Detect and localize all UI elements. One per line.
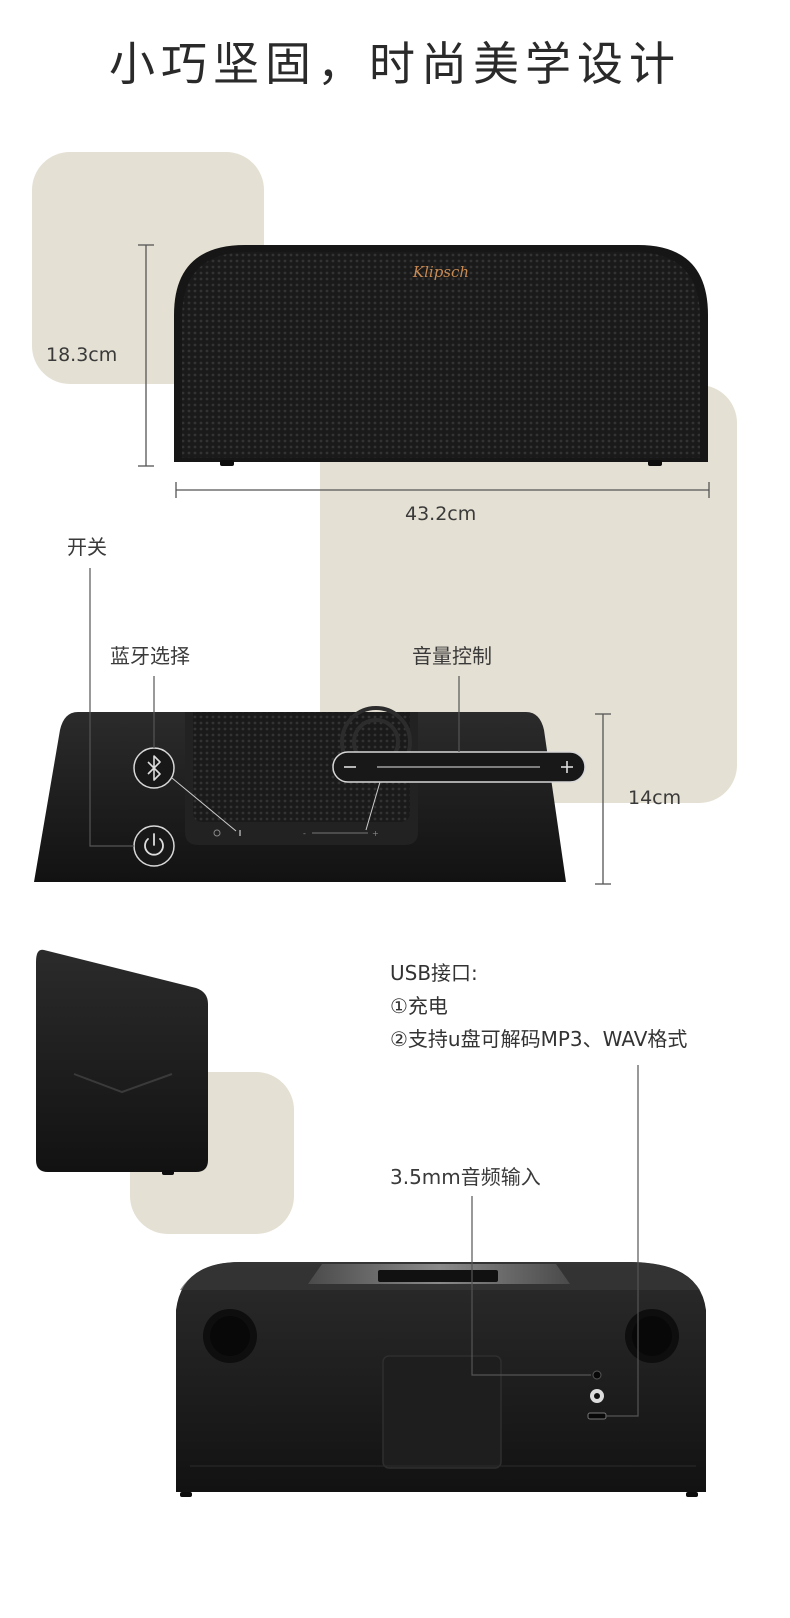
speaker-back-view bbox=[176, 1262, 706, 1497]
bluetooth-label: 蓝牙选择 bbox=[110, 644, 190, 668]
plus-icon bbox=[561, 761, 573, 773]
depth-label: 14cm bbox=[628, 787, 682, 809]
callout-pointer-lines bbox=[171, 777, 381, 832]
port-leader-lines bbox=[471, 1065, 639, 1417]
svg-text:+: + bbox=[372, 829, 379, 838]
power-label: 开关 bbox=[67, 535, 107, 559]
height-dimension-line bbox=[138, 244, 154, 467]
width-dimension-line bbox=[175, 482, 710, 498]
svg-text:-: - bbox=[303, 829, 306, 838]
usb-title: USB接口: bbox=[390, 961, 478, 985]
callout-leader-lines bbox=[89, 568, 460, 847]
width-label: 43.2cm bbox=[405, 503, 477, 525]
speaker-top-view: - + bbox=[34, 706, 566, 882]
aux-input-label: 3.5mm音频输入 bbox=[390, 1165, 541, 1189]
aux-port bbox=[592, 1370, 602, 1380]
speaker-front-view bbox=[174, 245, 708, 466]
usb-port bbox=[587, 1412, 607, 1420]
page-title: 小巧坚固，时尚美学设计 bbox=[109, 37, 681, 91]
volume-label: 音量控制 bbox=[412, 644, 492, 668]
usb-port-description: USB接口: ①充电 ②支持u盘可解码MP3、WAV格式 bbox=[390, 957, 687, 1056]
logo: Klipsch bbox=[412, 263, 469, 281]
usb-item-charging: ①充电 bbox=[390, 994, 448, 1018]
power-icon bbox=[133, 825, 175, 867]
depth-dimension-line bbox=[595, 713, 611, 885]
usb-item-decode: ②支持u盘可解码MP3、WAV格式 bbox=[390, 1027, 688, 1051]
volume-control-callout bbox=[332, 751, 586, 783]
bluetooth-icon bbox=[133, 747, 175, 789]
foot bbox=[648, 460, 662, 466]
foot bbox=[220, 460, 234, 466]
height-label: 18.3cm bbox=[46, 344, 118, 366]
speaker-side-view bbox=[36, 949, 208, 1175]
